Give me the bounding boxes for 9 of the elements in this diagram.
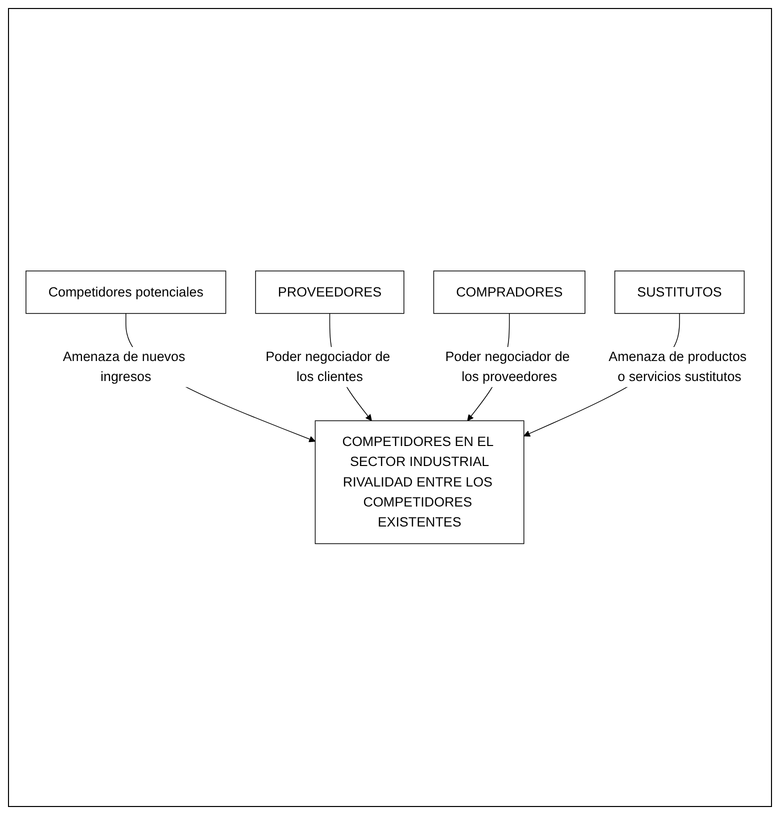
- edge-label: Amenaza de productos o servicios sustitutos: [608, 349, 747, 384]
- edge-label: Poder negociador de los proveedores: [445, 349, 570, 384]
- node-box: COMPETIDORES EN EL SECTOR INDUSTRIAL RIVALIDAD ENTRE LOS COMPETIDORES EXISTENTES: [314, 420, 524, 544]
- node-box: Competidores potenciales: [26, 270, 226, 314]
- node-box: COMPRADORES: [433, 270, 586, 314]
- edge-label: Poder negociador de los clientes: [266, 349, 390, 384]
- node-box: PROVEEDORES: [255, 270, 404, 314]
- edge-label: Amenaza de nuevos ingresos: [62, 349, 186, 384]
- node-box: SUSTITUTOS: [614, 270, 745, 314]
